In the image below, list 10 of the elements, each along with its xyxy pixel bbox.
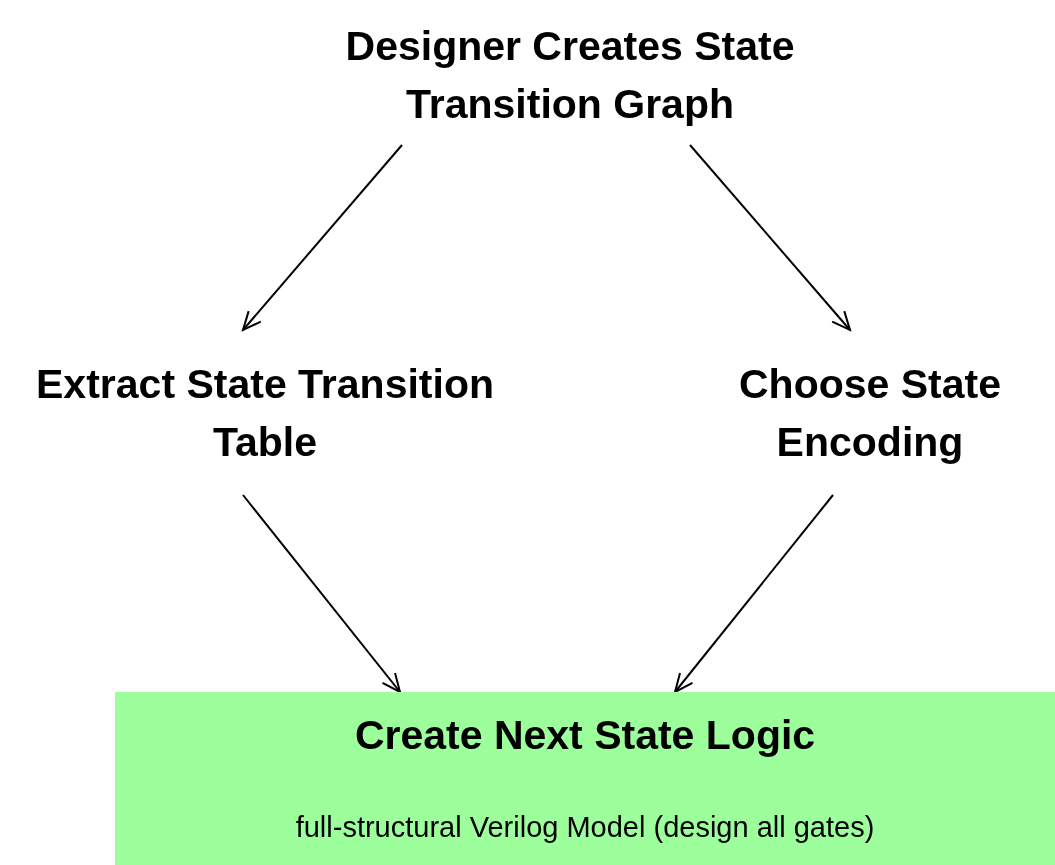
box-heading: Create Next State Logic bbox=[354, 712, 816, 759]
process-box bbox=[115, 692, 1055, 865]
step-label: Choose State Encoding bbox=[738, 359, 1002, 467]
arrow bbox=[674, 494, 834, 693]
arrow bbox=[689, 144, 851, 331]
arrow bbox=[242, 494, 401, 693]
step-label: Designer Creates State Transition Graph bbox=[344, 22, 796, 129]
step-label: Extract State Transition Table bbox=[35, 359, 495, 467]
arrow bbox=[242, 144, 403, 331]
box-description: full-structural Verilog Model (design all gates) bbox=[295, 811, 875, 844]
